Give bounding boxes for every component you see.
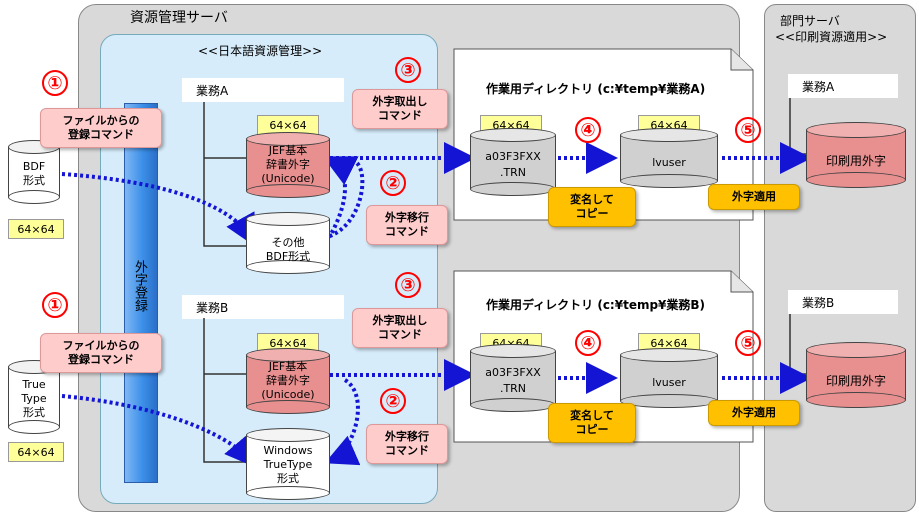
file-register-callout-bottom: ファイルからの 登録コマンド bbox=[40, 333, 162, 373]
job-a-step4-number: ④ bbox=[575, 117, 601, 143]
dept-server-title: 部門サーバ bbox=[780, 14, 840, 28]
job-b-trn-line1: a03F3FXX bbox=[485, 366, 541, 379]
truetype-source-cylinder: True Type 形式 bbox=[8, 360, 60, 434]
job-b-step3-number: ③ bbox=[395, 272, 421, 298]
workdir-a-title: 作業用ディレクトリ (c:¥temp¥業務A) bbox=[486, 82, 706, 96]
job-a-jef-line3: (Unicode) bbox=[261, 172, 315, 185]
job-b-jef-line3: (Unicode) bbox=[261, 388, 315, 401]
job-a-apply-callout: 外字適用 bbox=[708, 184, 800, 210]
job-b-export-callout: 外字取出し コマンド bbox=[352, 308, 448, 348]
job-a-rename-copy-callout: 変名して コピー bbox=[548, 187, 636, 227]
job-b-jef-line1: JEF基本 bbox=[268, 360, 308, 373]
job-a-other-bdf-cylinder: その他 BDF形式 bbox=[246, 212, 330, 274]
job-a-trn-line2: .TRN bbox=[499, 166, 527, 179]
job-a-other-line1: その他 bbox=[271, 236, 305, 249]
job-a-jef-line2: 辞書外字 bbox=[266, 158, 310, 171]
job-a-step5-number: ⑤ bbox=[735, 117, 761, 143]
bdf-size-badge: 64×64 bbox=[8, 219, 64, 239]
job-b-apply-callout: 外字適用 bbox=[708, 400, 800, 426]
workdir-b-title: 作業用ディレクトリ (c:¥temp¥業務B) bbox=[486, 298, 706, 312]
job-b-other-line1: Windows bbox=[263, 444, 313, 457]
job-a-migrate-callout: 外字移行 コマンド bbox=[366, 205, 448, 245]
job-b-step5-number: ⑤ bbox=[735, 330, 761, 356]
job-a-step3-number: ③ bbox=[395, 57, 421, 83]
dept-job-a-label: 業務A bbox=[788, 74, 898, 98]
job-b-lvuser-cylinder: lvuser bbox=[620, 348, 718, 408]
job-b-jef-line2: 辞書外字 bbox=[266, 374, 310, 387]
job-a-print-gaiji-cylinder: 印刷用外字 bbox=[806, 122, 906, 188]
job-a-trn-line1: a03F3FXX bbox=[485, 150, 541, 163]
truetype-line1: True bbox=[22, 378, 46, 391]
truetype-size-badge: 64×64 bbox=[8, 442, 64, 462]
job-a-jef-size-badge: 64×64 bbox=[257, 115, 319, 135]
job-b-trn-cylinder: a03F3FXX .TRN bbox=[470, 344, 556, 412]
job-a-jef-line1: JEF基本 bbox=[268, 144, 308, 157]
job-b-other-line3: 形式 bbox=[277, 472, 299, 485]
gaiji-register-bar bbox=[124, 103, 158, 483]
job-b-step2-number: ② bbox=[380, 388, 406, 414]
bdf-line1: BDF bbox=[22, 160, 46, 173]
job-a-lvuser-label: lvuser bbox=[652, 156, 686, 169]
job-a-export-callout: 外字取出し コマンド bbox=[352, 89, 448, 129]
job-b-other-line2: TrueType bbox=[263, 458, 313, 471]
job-b-print-gaiji-label: 印刷用外字 bbox=[825, 374, 886, 388]
step1-bottom-number: ① bbox=[42, 292, 68, 318]
truetype-line2: Type bbox=[21, 392, 47, 405]
job-b-lvuser-label: lvuser bbox=[652, 376, 686, 389]
file-register-callout-top: ファイルからの 登録コマンド bbox=[40, 108, 162, 148]
job-a-jef-cylinder: JEF基本 辞書外字 (Unicode) bbox=[246, 132, 330, 198]
job-b-label: 業務B bbox=[182, 295, 344, 319]
job-a-step2-number: ② bbox=[380, 170, 406, 196]
job-b-step4-number: ④ bbox=[575, 330, 601, 356]
job-b-migrate-callout: 外字移行 コマンド bbox=[366, 424, 448, 464]
job-b-trn-line2: .TRN bbox=[499, 382, 527, 395]
job-b-jef-cylinder: JEF基本 辞書外字 (Unicode) bbox=[246, 348, 330, 414]
dept-job-b-label: 業務B bbox=[788, 290, 898, 314]
job-b-print-gaiji-cylinder: 印刷用外字 bbox=[806, 342, 906, 408]
mgmt-title: <<日本語資源管理>> bbox=[198, 44, 323, 58]
job-a-trn-cylinder: a03F3FXX .TRN bbox=[470, 128, 556, 196]
bdf-source-cylinder: BDF 形式 bbox=[8, 140, 60, 204]
dept-server-subtitle: <<印刷資源適用>> bbox=[775, 30, 888, 44]
job-a-lvuser-cylinder: lvuser bbox=[620, 128, 718, 188]
job-b-truetype-cylinder: Windows TrueType 形式 bbox=[246, 428, 330, 500]
bdf-line2: 形式 bbox=[23, 174, 45, 187]
truetype-line3: 形式 bbox=[23, 406, 45, 419]
step1-top-number: ① bbox=[42, 70, 68, 96]
gaiji-register-label: 外字登録 bbox=[132, 260, 147, 312]
job-a-label: 業務A bbox=[182, 78, 344, 102]
job-a-other-line2: BDF形式 bbox=[265, 250, 311, 263]
resource-server-title: 資源管理サーバ bbox=[130, 10, 228, 26]
job-b-rename-copy-callout: 変名して コピー bbox=[548, 403, 636, 443]
job-a-print-gaiji-label: 印刷用外字 bbox=[825, 154, 886, 168]
